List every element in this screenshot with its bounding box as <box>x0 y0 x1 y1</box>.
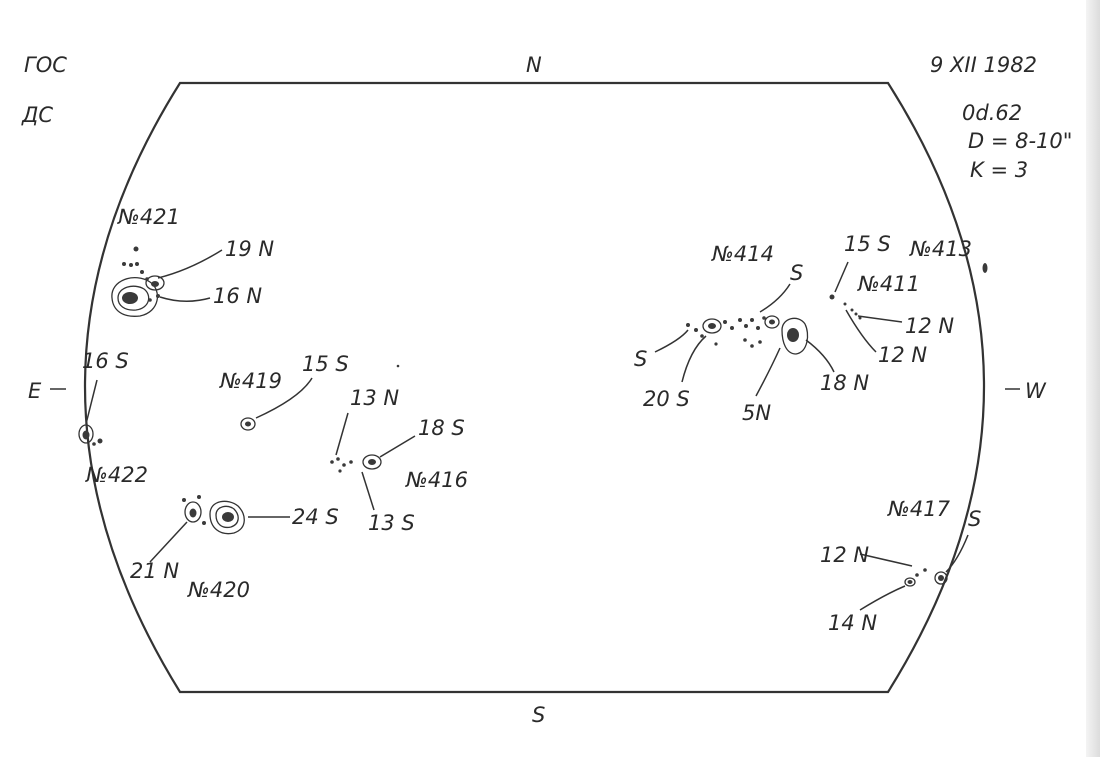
sunspot-group-422 <box>78 424 103 446</box>
label-group-420: №420 <box>187 578 250 602</box>
leader-S-417 <box>945 534 969 573</box>
label-19N: 19 N <box>225 237 274 261</box>
stray-dot <box>396 364 400 368</box>
sunspot-group-414 <box>686 315 809 355</box>
direction-west: W <box>1025 379 1047 403</box>
direction-east: E <box>28 379 42 403</box>
leader-S-414 <box>759 283 791 313</box>
label-12N-a: 12 N <box>905 314 954 338</box>
page-edge-shadow <box>1086 0 1100 757</box>
sunspot-group-417 <box>904 568 948 587</box>
label-12N-b: 12 N <box>878 343 927 367</box>
leader-S-left <box>654 329 689 353</box>
leader-12N-b <box>845 309 877 353</box>
direction-south: S <box>532 703 545 727</box>
label-group-411: №411 <box>857 272 920 296</box>
sunspot-group-416 <box>330 454 382 473</box>
direction-north: N <box>526 53 542 77</box>
label-18S: 18 S <box>418 416 465 440</box>
label-13S: 13 S <box>368 511 415 535</box>
header-seeing: D = 8-10" <box>968 129 1072 153</box>
label-group-419: №419 <box>219 369 282 393</box>
label-15S-419: 15 S <box>302 352 349 376</box>
label-S-414: S <box>790 261 803 285</box>
label-5N: 5N <box>742 401 771 425</box>
solar-disk-outline <box>84 81 985 694</box>
label-13N: 13 N <box>350 386 399 410</box>
label-group-414: №414 <box>711 242 774 266</box>
label-S-left: S <box>634 347 647 371</box>
label-group-416: №416 <box>405 468 468 492</box>
leader-12N-a <box>857 315 903 323</box>
label-group-417: №417 <box>887 497 951 521</box>
sunspot-group-421 <box>111 246 165 317</box>
label-18N: 18 N <box>820 371 869 395</box>
label-16S: 16 S <box>82 349 129 373</box>
label-S-417: S <box>968 507 981 531</box>
label-14N: 14 N <box>828 611 877 635</box>
leader-15S-419 <box>255 377 313 419</box>
label-group-422: №422 <box>85 463 148 487</box>
header-left-line2: ДС <box>21 103 53 127</box>
leader-12N-417 <box>859 553 913 567</box>
header-time: 0d.62 <box>962 101 1022 125</box>
leader-18N <box>805 339 835 373</box>
label-21N: 21 N <box>130 559 179 583</box>
header-date: 9 XII 1982 <box>930 53 1037 77</box>
sunspot-group-411 <box>829 294 862 320</box>
label-12N-417: 12 N <box>820 543 869 567</box>
header-quality: K = 3 <box>970 158 1028 182</box>
label-24S: 24 S <box>292 505 339 529</box>
leader-13N <box>335 412 349 456</box>
leader-5N <box>755 347 781 397</box>
label-group-421: №421 <box>117 205 180 229</box>
leader-13S <box>361 471 375 511</box>
leader-18S <box>379 435 416 458</box>
leader-16S <box>85 379 98 425</box>
leader-14N <box>859 585 906 611</box>
sunspot-group-413 <box>982 263 988 273</box>
header-left-line1: ГОС <box>24 53 67 77</box>
label-16N: 16 N <box>213 284 262 308</box>
leader-16N <box>159 296 211 302</box>
leader-20S <box>681 335 707 383</box>
sunspot-group-419 <box>240 417 256 431</box>
leader-19N <box>157 249 223 279</box>
leader-15S-411 <box>834 261 849 293</box>
label-15S-411: 15 S <box>844 232 891 256</box>
sunspot-group-420 <box>182 495 245 535</box>
label-group-413: №413 <box>909 237 972 261</box>
label-20S: 20 S <box>643 387 690 411</box>
leader-21N <box>149 521 188 563</box>
